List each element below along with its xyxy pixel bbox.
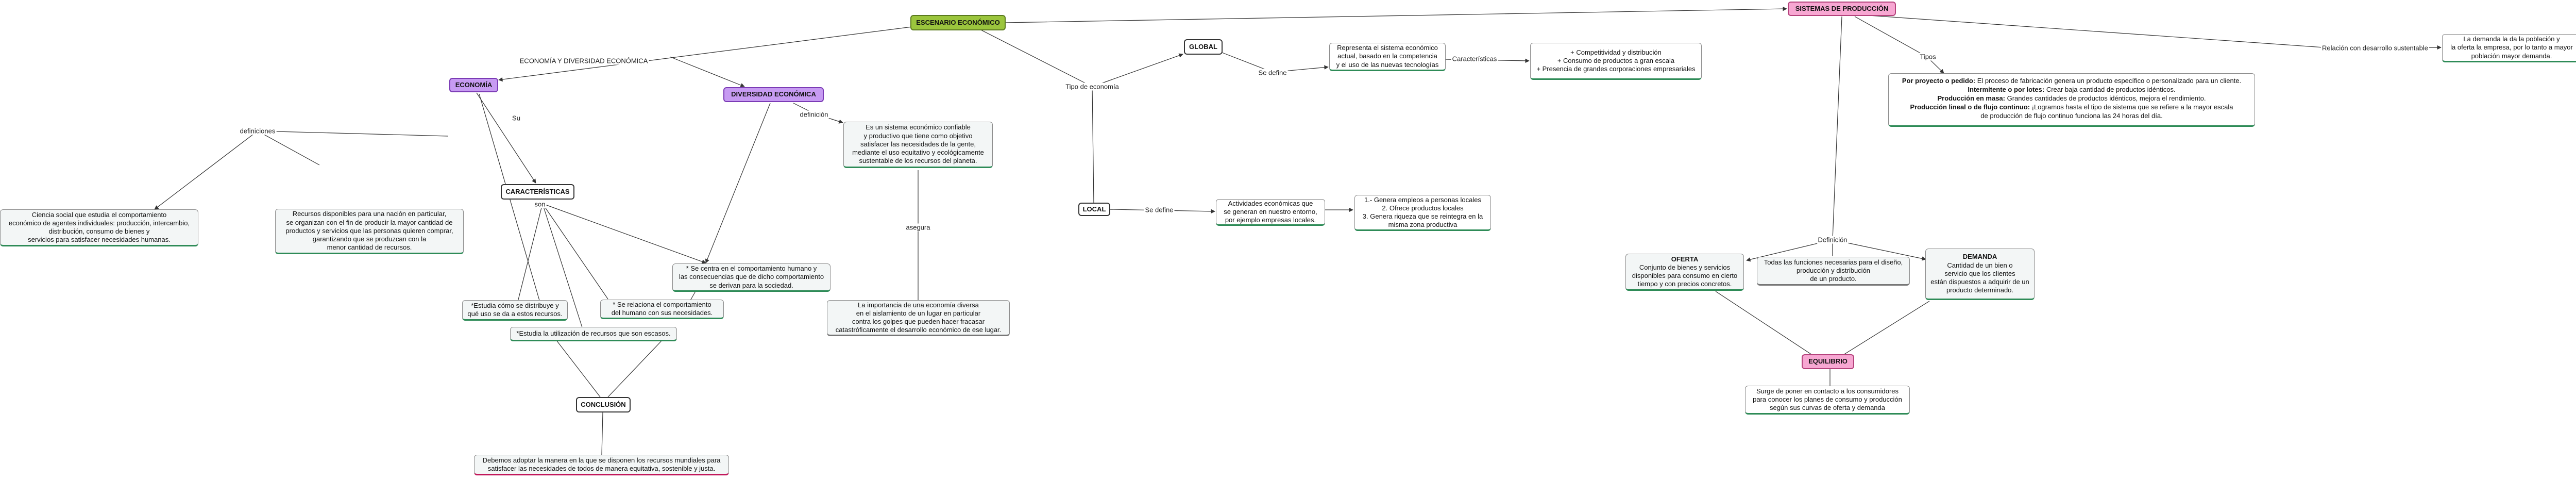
estudia-escasos-box: *Estudia la utilización de recursos que … bbox=[510, 327, 677, 341]
sistemas-produccion-node[interactable]: SISTEMAS DE PRODUCCIÓN bbox=[1788, 2, 1896, 16]
demanda-description: Cantidad de un bien o servicio que los c… bbox=[1930, 261, 2029, 294]
edge bbox=[1854, 16, 1927, 57]
edge bbox=[542, 203, 583, 328]
ciencia-social-box: Ciencia social que estudia el comportami… bbox=[0, 209, 198, 246]
conclusion-node[interactable]: CONCLUSIÓN bbox=[576, 397, 631, 412]
tipo-produccion-line: Intermitente o por lotes: Crear baja can… bbox=[1892, 86, 2251, 94]
actividades-box: Actividades económicas que se generan en… bbox=[1216, 199, 1325, 226]
edge bbox=[556, 340, 601, 398]
edge bbox=[978, 28, 1093, 87]
edge bbox=[1832, 16, 1842, 240]
demanda-title: DEMANDA bbox=[1962, 253, 1997, 261]
competitividad-box: + Competitividad y distribución + Consum… bbox=[1530, 43, 1702, 80]
oferta-box: OFERTA Conjunto de bienes y servicios di… bbox=[1625, 254, 1744, 291]
demanda-poblacion-box: La demanda la da la población y la ofert… bbox=[2442, 34, 2576, 62]
tipo-produccion-name: Intermitente o por lotes: bbox=[1968, 85, 2045, 93]
label-definicion-sistemas: Definición bbox=[1817, 236, 1849, 244]
edge bbox=[517, 203, 543, 302]
edge bbox=[542, 203, 608, 300]
tipo-produccion-line: Producción en masa: Grandes cantidades d… bbox=[1892, 94, 2251, 103]
edge bbox=[498, 26, 912, 82]
estudia-distribuye-box: *Estudia cómo se distribuye y qué uso se… bbox=[462, 300, 568, 321]
demanda-box: DEMANDA Cantidad de un bien o servicio q… bbox=[1925, 249, 2035, 300]
conclusion-text-box: Debemos adoptar la manera en la que se d… bbox=[474, 455, 729, 475]
edge bbox=[257, 130, 320, 166]
tipo-produccion-name: Por proyecto o pedido: bbox=[1902, 77, 1976, 85]
label-se-define-local: Se define bbox=[1144, 206, 1175, 214]
economia-node[interactable]: ECONOMÍA bbox=[449, 78, 498, 92]
global-node[interactable]: GLOBAL bbox=[1184, 39, 1223, 55]
edge bbox=[1004, 6, 1787, 23]
label-son: son bbox=[533, 200, 547, 208]
edge bbox=[1092, 86, 1094, 204]
edge bbox=[1841, 301, 1930, 356]
centra-comportamiento-box: * Se centra en el comportamiento humano … bbox=[672, 263, 831, 292]
escenario-economico-node[interactable]: ESCENARIO ECONÓMICO bbox=[910, 15, 1006, 30]
edge bbox=[476, 92, 536, 184]
edge bbox=[607, 340, 663, 398]
edge bbox=[705, 103, 771, 263]
label-se-define-global: Se define bbox=[1257, 69, 1288, 77]
edge bbox=[257, 130, 449, 137]
representa-box: Representa el sistema económico actual, … bbox=[1329, 43, 1446, 71]
label-economia-diversidad: ECONOMÍA Y DIVERSIDAD ECONÓMICA bbox=[518, 57, 649, 65]
tipo-produccion-line: Por proyecto o pedido: El proceso de fab… bbox=[1892, 77, 2251, 86]
tipo-produccion-desc: Grandes cantidades de productos idéntico… bbox=[2005, 94, 2206, 102]
tipo-produccion-name: Producción en masa: bbox=[1937, 94, 2005, 102]
genera-empleos-box: 1.- Genera empleos a personas locales 2.… bbox=[1354, 195, 1491, 231]
recursos-disponibles-box: Recursos disponibles para una nación en … bbox=[275, 209, 464, 254]
label-definicion: definición bbox=[799, 110, 829, 119]
importancia-box: La importancia de una economía diversa e… bbox=[827, 300, 1010, 336]
label-tipo-economia: Tipo de economía bbox=[1064, 82, 1120, 91]
oferta-title: OFERTA bbox=[1671, 255, 1699, 263]
tipo-produccion-desc: Crear baja cantidad de productos idéntic… bbox=[2044, 85, 2176, 93]
caracteristicas-node[interactable]: CARACTERÍSTICAS bbox=[501, 184, 574, 200]
relaciona-comportamiento-box: * Se relaciona el comportamiento del hum… bbox=[600, 300, 724, 319]
diversidad-economica-node[interactable]: DIVERSIDAD ECONÓMICA bbox=[723, 87, 824, 102]
surge-box: Surge de poner en contacto a los consumi… bbox=[1745, 386, 1910, 415]
edge bbox=[154, 130, 258, 210]
edge bbox=[601, 412, 603, 455]
label-su: Su bbox=[511, 114, 521, 122]
local-node[interactable]: LOCAL bbox=[1078, 203, 1110, 216]
tipo-produccion-name: Producción lineal o de flujo continuo: bbox=[1910, 103, 2030, 111]
tipos-produccion-box: Por proyecto o pedido: El proceso de fab… bbox=[1888, 73, 2255, 127]
edge bbox=[669, 56, 745, 88]
tipo-produccion-line: Producción lineal o de flujo continuo: ¡… bbox=[1892, 103, 2251, 121]
label-asegura: asegura bbox=[905, 223, 931, 232]
equilibrio-node[interactable]: EQUILIBRIO bbox=[1802, 354, 1854, 369]
tipo-produccion-desc: El proceso de fabricación genera un prod… bbox=[1975, 77, 2242, 85]
edge bbox=[1092, 53, 1183, 87]
todas-funciones-box: Todas las funciones necesarias para el d… bbox=[1757, 257, 1910, 286]
oferta-description: Conjunto de bienes y servicios disponibl… bbox=[1632, 263, 1738, 288]
edge bbox=[1715, 291, 1814, 356]
edge bbox=[1854, 14, 2324, 48]
tipo-produccion-desc: ¡Logramos hasta el tipo de sistema que s… bbox=[1980, 103, 2233, 120]
sistema-confiable-box: Es un sistema económico confiable y prod… bbox=[843, 122, 993, 168]
label-definiciones: definiciones bbox=[239, 127, 277, 135]
edge bbox=[542, 203, 706, 264]
label-relacion-desarrollo: Relación con desarrollo sustentable bbox=[2321, 44, 2429, 52]
label-tipos: Tipos bbox=[1919, 53, 1937, 61]
label-caracteristicas: Características bbox=[1451, 55, 1498, 63]
